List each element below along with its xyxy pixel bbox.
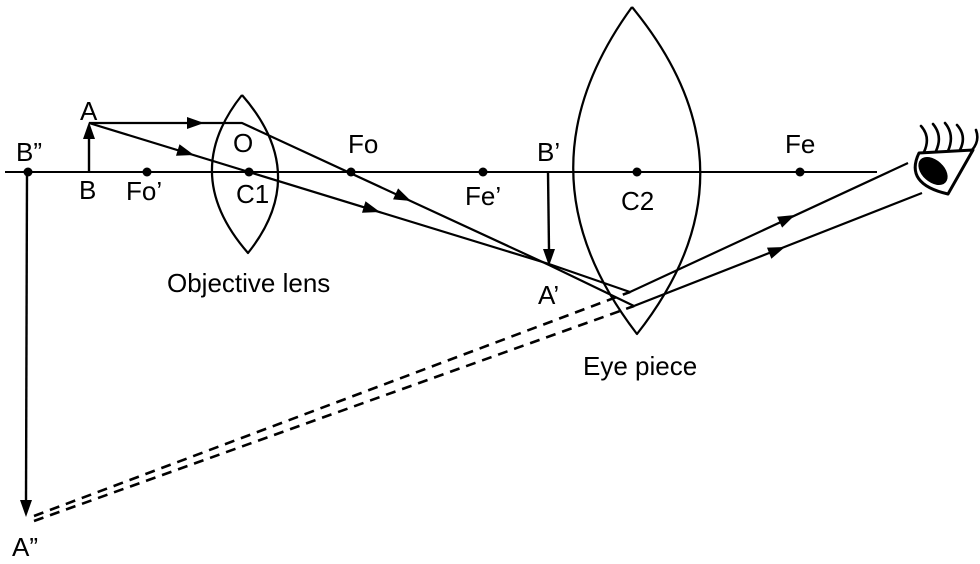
label-fo-prime: Fo’ xyxy=(126,176,162,206)
label-fo: Fo xyxy=(348,129,378,159)
label-o: O xyxy=(233,128,253,158)
point-b-doubleprime xyxy=(23,167,33,177)
label-eye-piece: Eye piece xyxy=(583,351,697,381)
point-fe xyxy=(795,167,805,177)
ray-arrowhead xyxy=(777,215,795,228)
label-a-prime: A’ xyxy=(538,280,559,310)
eyelash xyxy=(919,124,929,154)
virtual-ray-extension-upper xyxy=(33,290,631,518)
label-a: A xyxy=(80,96,98,126)
virtual-image-arrow-a-doubleprime-b-doubleprime-shaft xyxy=(24,171,29,502)
ray-arrowhead xyxy=(361,201,380,213)
ray-arrowhead xyxy=(175,144,194,156)
eye-icon xyxy=(913,121,979,196)
label-c2: C2 xyxy=(621,186,654,216)
label-c1: C1 xyxy=(236,179,269,209)
label-b: B xyxy=(79,175,96,205)
ray-through-optical-centre-c1 xyxy=(88,121,909,294)
label-b-doubleprime: B” xyxy=(16,137,42,167)
eye-pupil xyxy=(918,156,948,186)
eyelash xyxy=(943,121,953,153)
label-a-doubleprime: A” xyxy=(12,532,38,562)
eyelash xyxy=(955,123,965,152)
real-image-arrow-a-prime-b-prime-head xyxy=(543,249,555,266)
label-fe: Fe xyxy=(785,129,815,159)
objective-lens xyxy=(210,94,280,255)
ray-arrowhead xyxy=(187,117,204,129)
label-b-prime: B’ xyxy=(537,137,560,167)
virtual-image-arrow-a-doubleprime-b-doubleprime-head xyxy=(20,500,32,517)
real-image-arrow-a-prime-b-prime-shaft xyxy=(546,171,551,251)
ray-arrowhead xyxy=(766,247,785,259)
label-fe-prime: Fe’ xyxy=(465,181,501,211)
eyelash xyxy=(970,128,979,152)
object-arrow-ab-head xyxy=(83,122,95,139)
label-objective-lens: Objective lens xyxy=(167,268,330,298)
virtual-ray-extension-lower xyxy=(33,304,635,523)
point-fe-prime xyxy=(478,167,488,177)
eyepiece-lens xyxy=(572,6,702,336)
point-c2 xyxy=(632,167,642,177)
eyelash xyxy=(931,122,941,153)
point-fo xyxy=(346,167,356,177)
ray-arrowhead xyxy=(393,188,411,201)
point-fo-prime xyxy=(142,167,152,177)
point-c1 xyxy=(244,167,254,177)
